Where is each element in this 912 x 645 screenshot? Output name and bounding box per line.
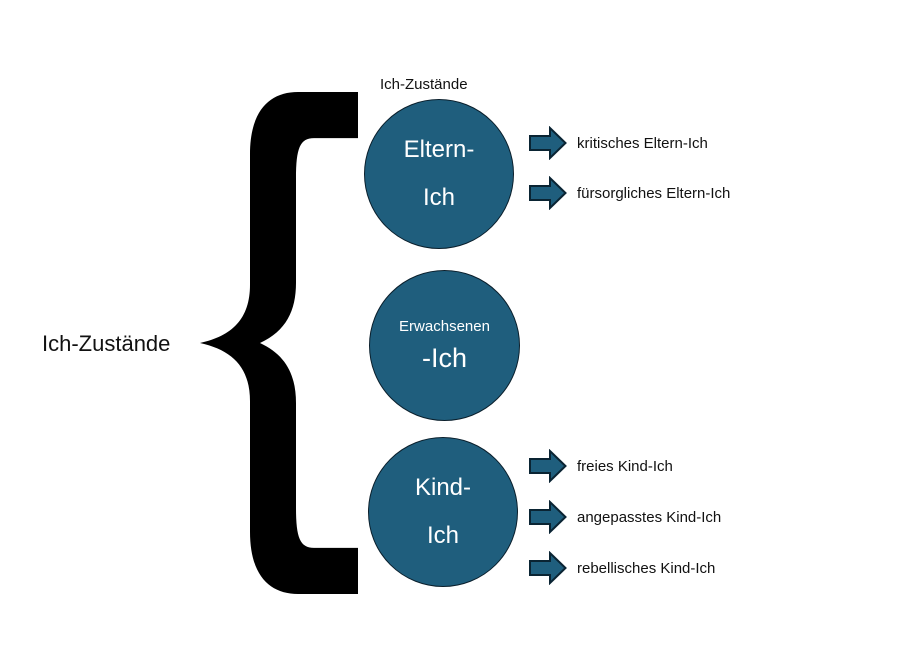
node-kind-ich: Kind- Ich (368, 437, 518, 587)
branch-angepasstes-kind-ich: angepasstes Kind-Ich (529, 500, 721, 534)
arrow-right-icon (529, 500, 567, 534)
branch-label: rebellisches Kind-Ich (577, 559, 716, 577)
arrow-right-icon (529, 449, 567, 483)
branch-label: fürsorgliches Eltern-Ich (577, 184, 731, 202)
branch-kritisches-eltern-ich: kritisches Eltern-Ich (529, 126, 708, 160)
node-eltern-ich-line1: Eltern- (403, 136, 475, 163)
diagram-title-left: Ich-Zustände (42, 331, 171, 356)
node-eltern-ich-line2: Ich (422, 184, 455, 211)
node-erwachsenen-ich: Erwachsenen -Ich (369, 270, 520, 421)
arrow-right-icon (529, 176, 567, 210)
node-kind-ich-line2: Ich (426, 522, 459, 549)
branch-label: kritisches Eltern-Ich (577, 134, 708, 152)
node-erwachsenen-ich-line1: Erwachsenen (399, 318, 490, 335)
branch-label: angepasstes Kind-Ich (577, 508, 722, 526)
diagram-title-top: Ich-Zustände (380, 76, 468, 93)
node-erwachsenen-ich-line2: -Ich (421, 343, 467, 373)
node-eltern-ich: Eltern- Ich (364, 99, 514, 249)
branch-label: freies Kind-Ich (577, 457, 673, 475)
branch-rebellisches-kind-ich: rebellisches Kind-Ich (529, 551, 715, 585)
branch-freies-kind-ich: freies Kind-Ich (529, 449, 673, 483)
node-kind-ich-line1: Kind- (414, 474, 472, 501)
arrow-right-icon (529, 126, 567, 160)
branch-fuersorgliches-eltern-ich: fürsorgliches Eltern-Ich (529, 176, 730, 210)
arrow-right-icon (529, 551, 567, 585)
curly-brace-icon (200, 92, 358, 594)
